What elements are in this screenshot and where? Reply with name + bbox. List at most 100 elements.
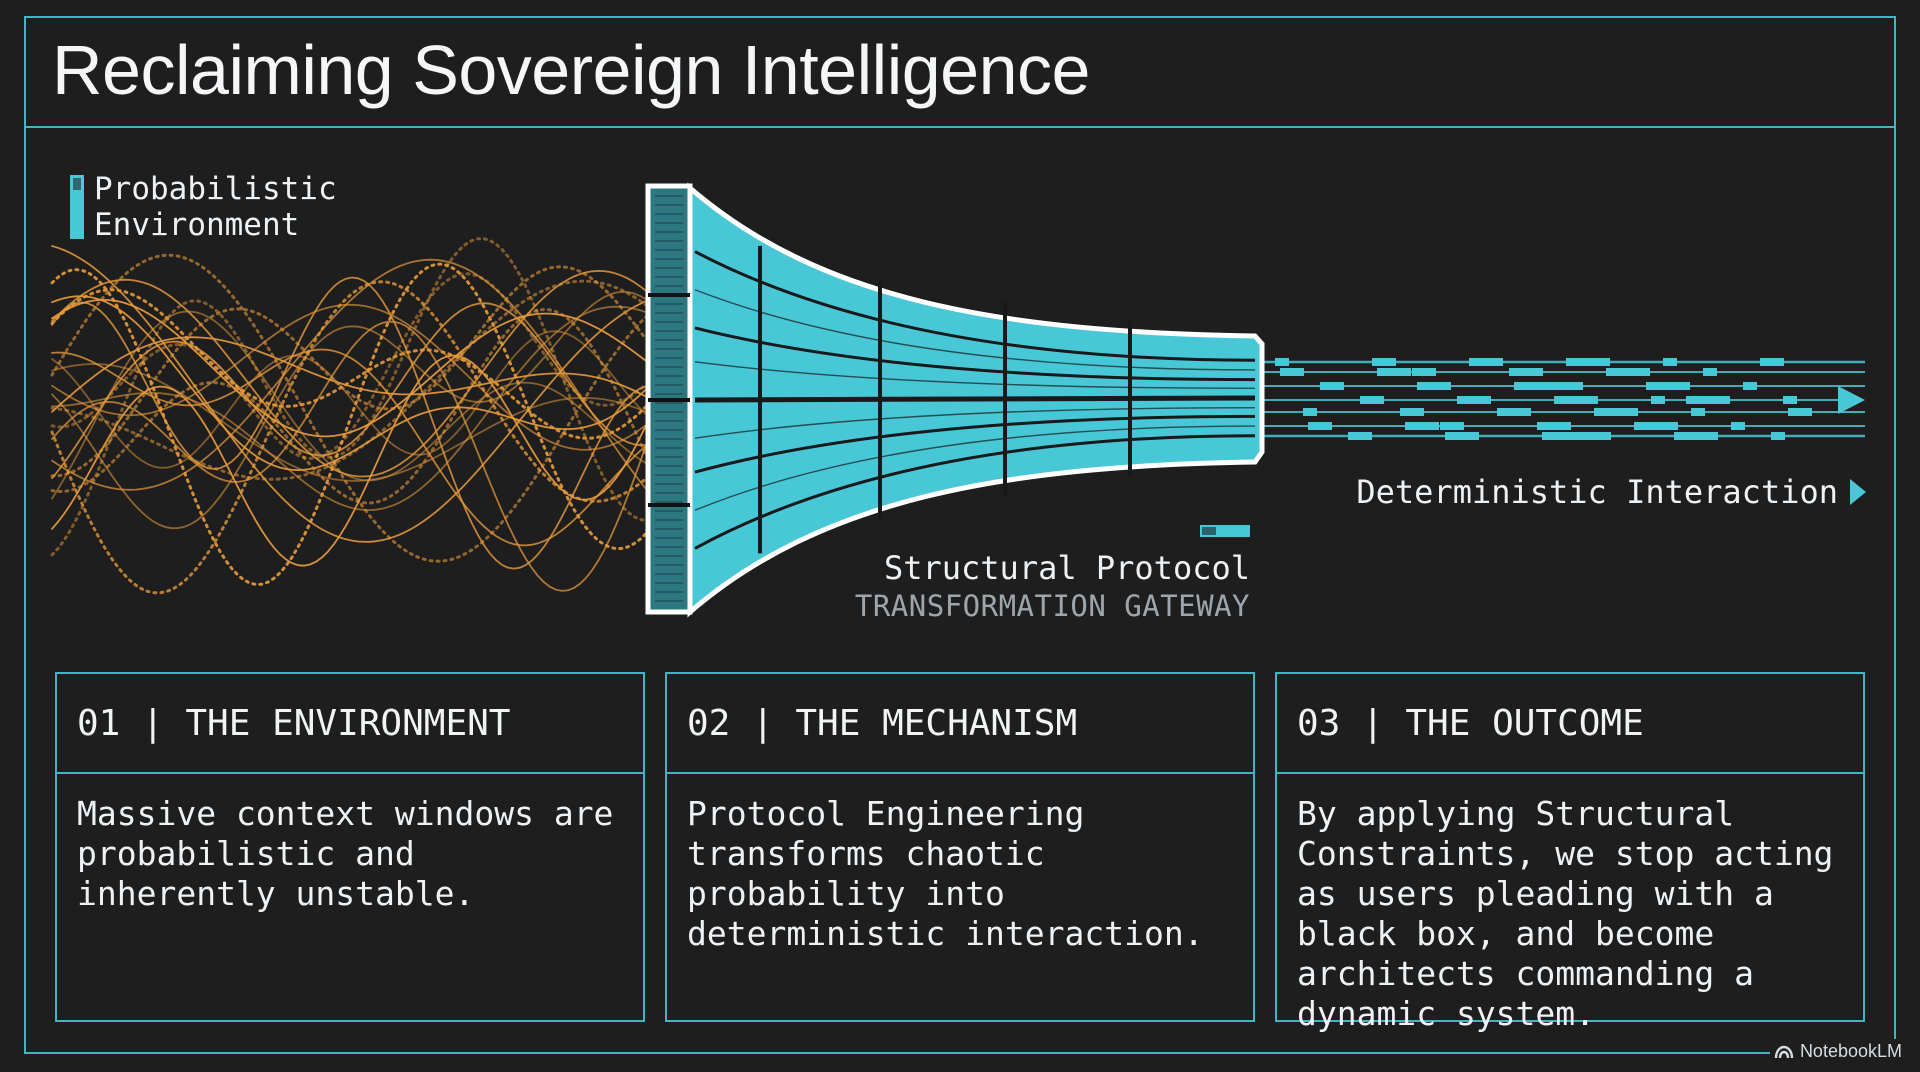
brand-name: NotebookLM [1799, 1041, 1902, 1061]
funnel-grid-line [694, 414, 1256, 474]
stream-packet [1691, 408, 1705, 416]
card-text: By applying Structural Constraints, we s… [1297, 794, 1834, 1033]
wave-line [51, 276, 647, 570]
stream-packet [1469, 358, 1503, 366]
stream-arrow-icon [1838, 386, 1865, 414]
stream-packet [1497, 408, 1531, 416]
stream-packet [1566, 358, 1610, 366]
stream-packet [1440, 422, 1464, 430]
wave-line [51, 258, 647, 491]
funnel-grid-line [694, 434, 1256, 550]
environment-marker [70, 175, 84, 239]
stream-packet [1275, 358, 1289, 366]
deterministic-streams [1262, 358, 1865, 440]
wave-line [50, 288, 648, 440]
stream-packet [1577, 432, 1611, 440]
stream-packet [1372, 358, 1396, 366]
stream-packet [1377, 368, 1411, 376]
play-arrow-icon [1850, 479, 1866, 505]
card-text: Massive context windows are probabilisti… [77, 794, 614, 913]
outcome-label-text: Deterministic Interaction [1356, 473, 1838, 511]
stream-packet [1686, 396, 1730, 404]
stream-packet [1743, 382, 1757, 390]
wave-line [50, 272, 648, 460]
stream-packet [1594, 408, 1638, 416]
stream-packet [1308, 422, 1332, 430]
stream-packet [1445, 432, 1479, 440]
wave-line [51, 310, 647, 500]
wave-line [51, 348, 647, 547]
stream-packet [1412, 368, 1436, 376]
stream-packet [1542, 432, 1586, 440]
outcome-label: Deterministic Interaction [1356, 473, 1866, 511]
environment-label: Probabilistic Environment [70, 171, 337, 243]
funnel-grid-line [694, 250, 1256, 362]
card-heading: 02 | THE MECHANISM [667, 674, 1253, 774]
funnel-grid-line [694, 425, 1256, 511]
stream-packet [1348, 432, 1372, 440]
stream-packet [1703, 368, 1717, 376]
stream-packet [1320, 382, 1344, 390]
funnel-grid-line [694, 361, 1256, 389]
transformation-diagram [50, 182, 1865, 618]
stream-packet [1783, 396, 1797, 404]
wave-line [51, 330, 647, 469]
stream-packet [1549, 382, 1583, 390]
wave-line [51, 363, 647, 482]
card-outcome: 03 | THE OUTCOME By applying Structural … [1275, 672, 1865, 1033]
funnel-grid-line [694, 289, 1256, 371]
funnel-grid-line [694, 326, 1256, 382]
stream-packet [1303, 408, 1317, 416]
stream-packet [1646, 382, 1690, 390]
stream-packet [1457, 396, 1491, 404]
stream-packet [1360, 396, 1384, 404]
wave-line [50, 307, 648, 505]
stream-packet [1400, 408, 1424, 416]
wave-line [51, 354, 647, 567]
protocol-label-subtitle: TRANSFORMATION GATEWAY [854, 589, 1250, 623]
wave-line [50, 262, 648, 587]
stream-packet [1674, 432, 1718, 440]
title-bar [24, 16, 1896, 128]
stream-packet [1417, 382, 1451, 390]
outer-frame [24, 16, 1896, 1054]
protocol-label: Structural Protocol TRANSFORMATION GATEW… [855, 525, 1250, 625]
protocol-marker [1200, 525, 1250, 537]
funnel-grid-line [694, 407, 1256, 439]
stream-packet [1554, 396, 1598, 404]
stream-packet [1731, 422, 1745, 430]
stream-packet [1651, 396, 1665, 404]
wave-line [50, 279, 648, 481]
protocol-funnel [645, 182, 1265, 618]
stream-packet [1760, 358, 1784, 366]
funnel-grid-line [694, 395, 1256, 403]
stream-packet [1280, 368, 1304, 376]
card-heading: 01 | THE ENVIRONMENT [57, 674, 643, 774]
stream-packet [1537, 422, 1571, 430]
stream-packet [1663, 358, 1677, 366]
stream-packet [1606, 368, 1650, 376]
stream-packet [1509, 368, 1543, 376]
wave-line [50, 280, 648, 595]
wave-line [50, 265, 648, 478]
card-heading: 03 | THE OUTCOME [1277, 674, 1863, 774]
stream-packet [1514, 382, 1558, 390]
card-text: Protocol Engineering transforms chaotic … [687, 794, 1204, 953]
wave-line [51, 303, 647, 451]
stream-packet [1771, 432, 1785, 440]
notebooklm-logo-icon [1774, 1045, 1794, 1058]
protocol-label-title: Structural Protocol [883, 549, 1250, 587]
page-title: Reclaiming Sovereign Intelligence [52, 31, 1090, 109]
wave-line [51, 290, 647, 530]
wave-line [51, 298, 647, 438]
wave-line [51, 245, 647, 543]
probabilistic-waves [50, 237, 648, 595]
wave-line [50, 253, 648, 563]
wave-line [51, 320, 647, 592]
wave-line [51, 269, 647, 478]
environment-label-text: Probabilistic Environment [94, 171, 337, 243]
wave-line [51, 302, 647, 480]
card-mechanism: 02 | THE MECHANISM Protocol Engineering … [665, 672, 1255, 1022]
stream-packet [1634, 422, 1678, 430]
card-environment: 01 | THE ENVIRONMENT Massive context win… [55, 672, 645, 1022]
